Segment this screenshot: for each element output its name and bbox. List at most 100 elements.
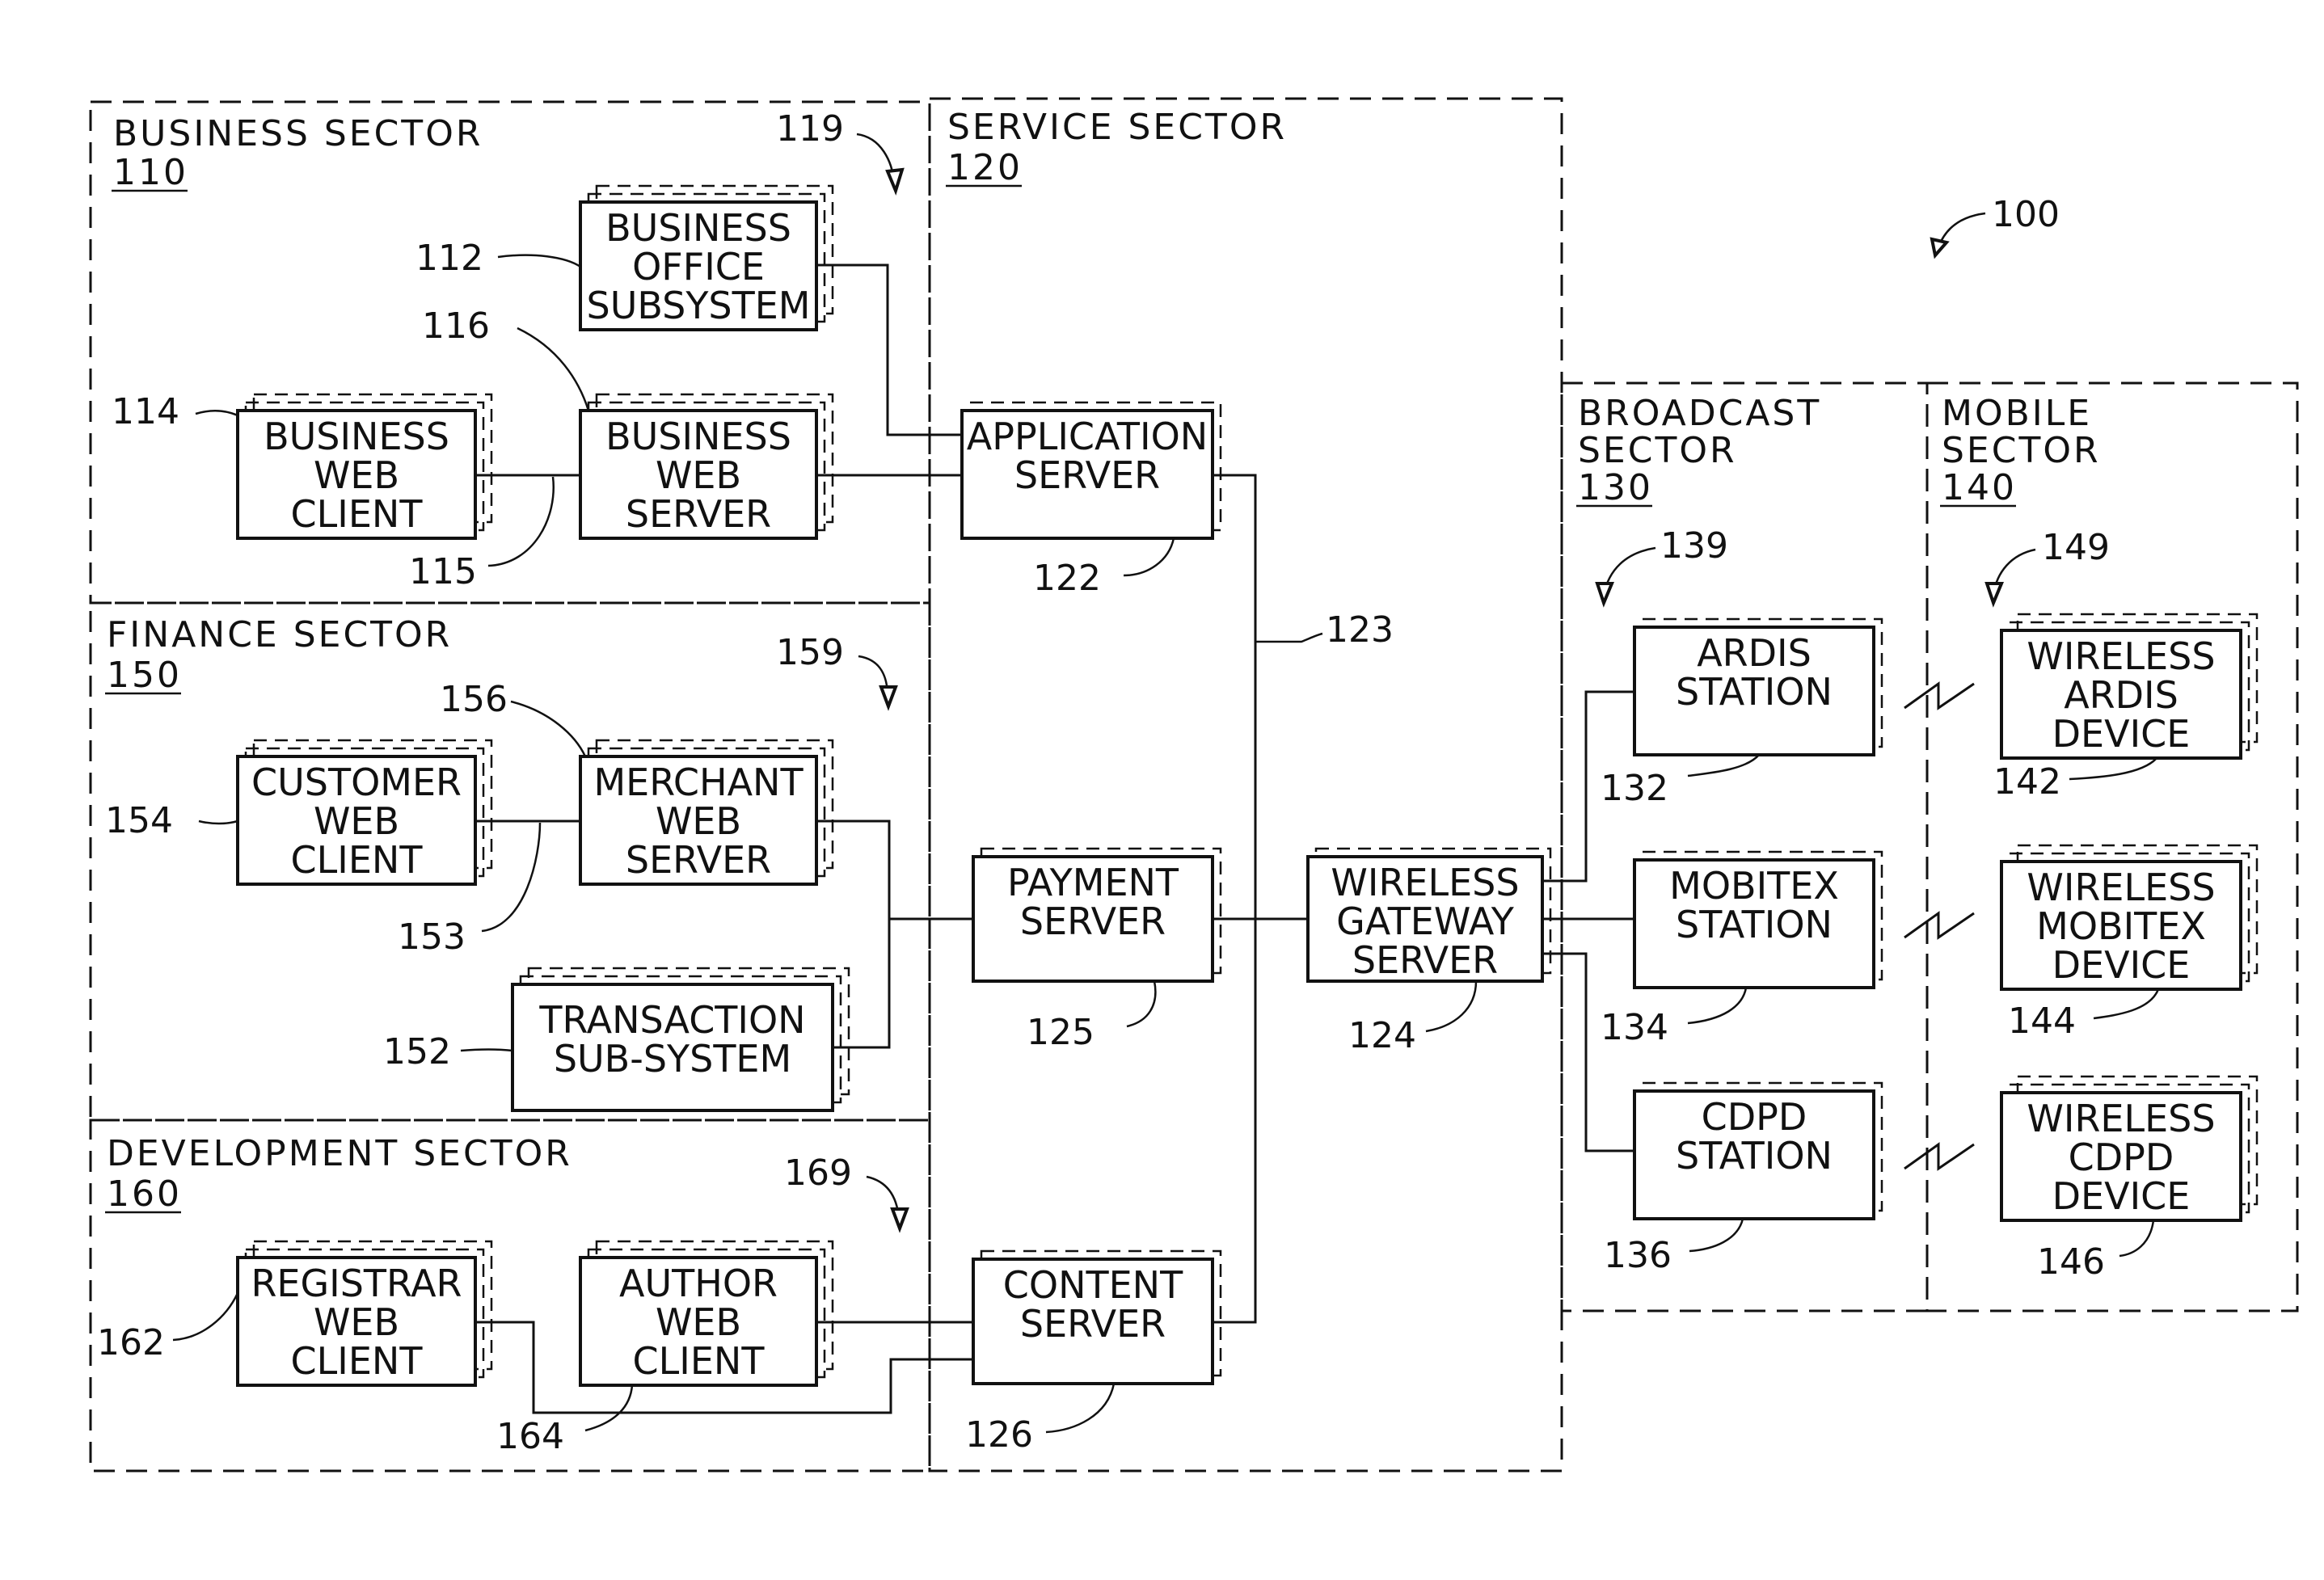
customer-web-client-label-line: CUSTOMER: [251, 761, 462, 804]
business-sector-title: BUSINESS SECTOR: [113, 113, 483, 154]
ref-label-146: 146: [2037, 1241, 2105, 1283]
ref-label-159: 159: [776, 632, 844, 673]
business-web-client-label-line: BUSINESS: [264, 415, 449, 458]
payment-server-label-line: PAYMENT: [1007, 861, 1179, 904]
business-web-client-label-line: WEB: [314, 453, 399, 497]
leader-144: [2094, 989, 2158, 1018]
ref-label-154: 154: [105, 800, 173, 841]
broadcast-sector-title-line2: SECTOR: [1578, 430, 1737, 471]
finance-sector-ref: 150: [107, 655, 182, 696]
leader-134: [1688, 988, 1746, 1023]
development-sector-title: DEVELOPMENT SECTOR: [107, 1133, 572, 1174]
ref-label-169: 169: [784, 1152, 852, 1194]
transaction-subsystem-label-line: SUB-SYSTEM: [554, 1037, 791, 1081]
author-web-client-label-line: CLIENT: [633, 1339, 766, 1383]
ref-label-125: 125: [1027, 1012, 1095, 1053]
merchant-web-server: MERCHANTWEBSERVER: [580, 740, 833, 884]
wireless-ardis-device: WIRELESSARDISDEVICE: [2001, 614, 2257, 758]
wireless-link-mobitex: [1904, 913, 1974, 937]
arrow-119-head: [888, 170, 902, 191]
leader-125: [1127, 981, 1155, 1026]
mobitex-station-label-line: STATION: [1676, 903, 1833, 946]
ardis-station: ARDISSTATION: [1634, 619, 1882, 755]
ref-label-144: 144: [2008, 1001, 2076, 1042]
merchant-web-server-label-line: MERCHANT: [593, 761, 803, 804]
leader-164: [585, 1385, 632, 1430]
business-web-server: BUSINESSWEBSERVER: [580, 394, 833, 538]
cdpd-station-label-line: CDPD: [1702, 1095, 1807, 1139]
ref-label-152: 152: [383, 1031, 451, 1072]
wire-business-office-to-app-server: [816, 265, 962, 435]
mobile-sector-title-line1: MOBILE: [1942, 393, 2092, 434]
wireless-ardis-device-label-line: DEVICE: [2052, 712, 2191, 756]
arrow-169-head: [892, 1209, 907, 1228]
ref-label-126: 126: [965, 1414, 1033, 1456]
leader-132: [1688, 755, 1759, 776]
wireless-gateway-server-label-line: GATEWAY: [1336, 900, 1515, 943]
leader-152: [461, 1050, 512, 1051]
arrow-100-head: [1932, 239, 1947, 255]
mobitex-station: MOBITEXSTATION: [1634, 852, 1882, 988]
broadcast-sector-ref: 130: [1578, 467, 1653, 508]
ref-label-149: 149: [2042, 527, 2110, 568]
business-sector-ref: 110: [113, 152, 188, 193]
wireless-cdpd-device: WIRELESSCDPDDEVICE: [2001, 1077, 2257, 1220]
wireless-gateway-server-label-line: WIRELESS: [1331, 861, 1519, 904]
business-web-client: BUSINESSWEBCLIENT: [238, 394, 491, 538]
application-server-label-line: APPLICATION: [967, 415, 1208, 458]
wireless-ardis-device-label-line: ARDIS: [2064, 673, 2178, 717]
finance-sector-title: FINANCE SECTOR: [107, 614, 452, 655]
wireless-link-ardis: [1904, 684, 1974, 708]
broadcast-sector-title-line1: BROADCAST: [1578, 393, 1821, 434]
mobile-sector-title-line2: SECTOR: [1942, 430, 2101, 471]
ref-label-132: 132: [1601, 768, 1668, 809]
ref-label-112: 112: [415, 238, 483, 279]
content-server-label-line: CONTENT: [1003, 1263, 1183, 1307]
customer-web-client: CUSTOMERWEBCLIENT: [238, 740, 491, 884]
wireless-link-cdpd: [1904, 1144, 1974, 1169]
ref-label-116: 116: [422, 305, 490, 347]
wireless-cdpd-device-label-line: CDPD: [2069, 1135, 2174, 1179]
ref-label-164: 164: [496, 1416, 564, 1457]
ref-label-123: 123: [1326, 609, 1394, 651]
wireless-ardis-device-label-line: WIRELESS: [2027, 634, 2215, 678]
wireless-gateway-server: WIRELESSGATEWAYSERVER: [1308, 849, 1550, 982]
payment-server-label-line: SERVER: [1020, 900, 1166, 943]
leader-123: [1255, 634, 1322, 642]
registrar-web-client-label-line: WEB: [314, 1300, 399, 1344]
ardis-station-label-line: STATION: [1676, 670, 1833, 714]
ref-label-114: 114: [112, 391, 179, 432]
customer-web-client-label-line: CLIENT: [291, 838, 424, 882]
business-office-label-line: OFFICE: [632, 245, 765, 289]
business-office-subsystem: BUSINESSOFFICESUBSYSTEM: [580, 186, 833, 330]
registrar-web-client-label-line: CLIENT: [291, 1339, 424, 1383]
mobile-sector-ref: 140: [1942, 467, 2017, 508]
transaction-subsystem: TRANSACTIONSUB-SYSTEM: [512, 968, 849, 1110]
leader-116: [517, 328, 588, 411]
ref-label-100: 100: [1992, 194, 2060, 235]
leader-112: [498, 255, 580, 267]
leader-162: [173, 1293, 238, 1340]
ref-label-115: 115: [409, 551, 477, 592]
merchant-web-server-label-line: SERVER: [626, 838, 771, 882]
wire-app-server-to-backbone: [1213, 475, 1255, 1322]
ref-label-139: 139: [1660, 525, 1728, 567]
wireless-mobitex-device: WIRELESSMOBITEXDEVICE: [2001, 845, 2257, 989]
ref-label-153: 153: [398, 916, 466, 958]
arrow-149-head: [1987, 584, 2001, 603]
leader-146: [2119, 1220, 2153, 1256]
leader-156: [511, 702, 585, 756]
ref-label-162: 162: [97, 1322, 165, 1363]
ref-label-156: 156: [440, 679, 508, 720]
wireless-cdpd-device-label-line: WIRELESS: [2027, 1097, 2215, 1140]
business-office-label-line: BUSINESS: [605, 206, 791, 250]
service-sector-ref: 120: [947, 147, 1023, 188]
leader-115: [488, 477, 554, 566]
business-web-server-label-line: BUSINESS: [605, 415, 791, 458]
merchant-web-server-label-line: WEB: [656, 799, 741, 843]
mobitex-station-label-line: MOBITEX: [1669, 864, 1839, 908]
application-server: APPLICATIONSERVER: [962, 402, 1221, 538]
leader-136: [1689, 1219, 1743, 1251]
leader-114: [196, 411, 238, 415]
wireless-mobitex-device-label-line: DEVICE: [2052, 943, 2191, 987]
